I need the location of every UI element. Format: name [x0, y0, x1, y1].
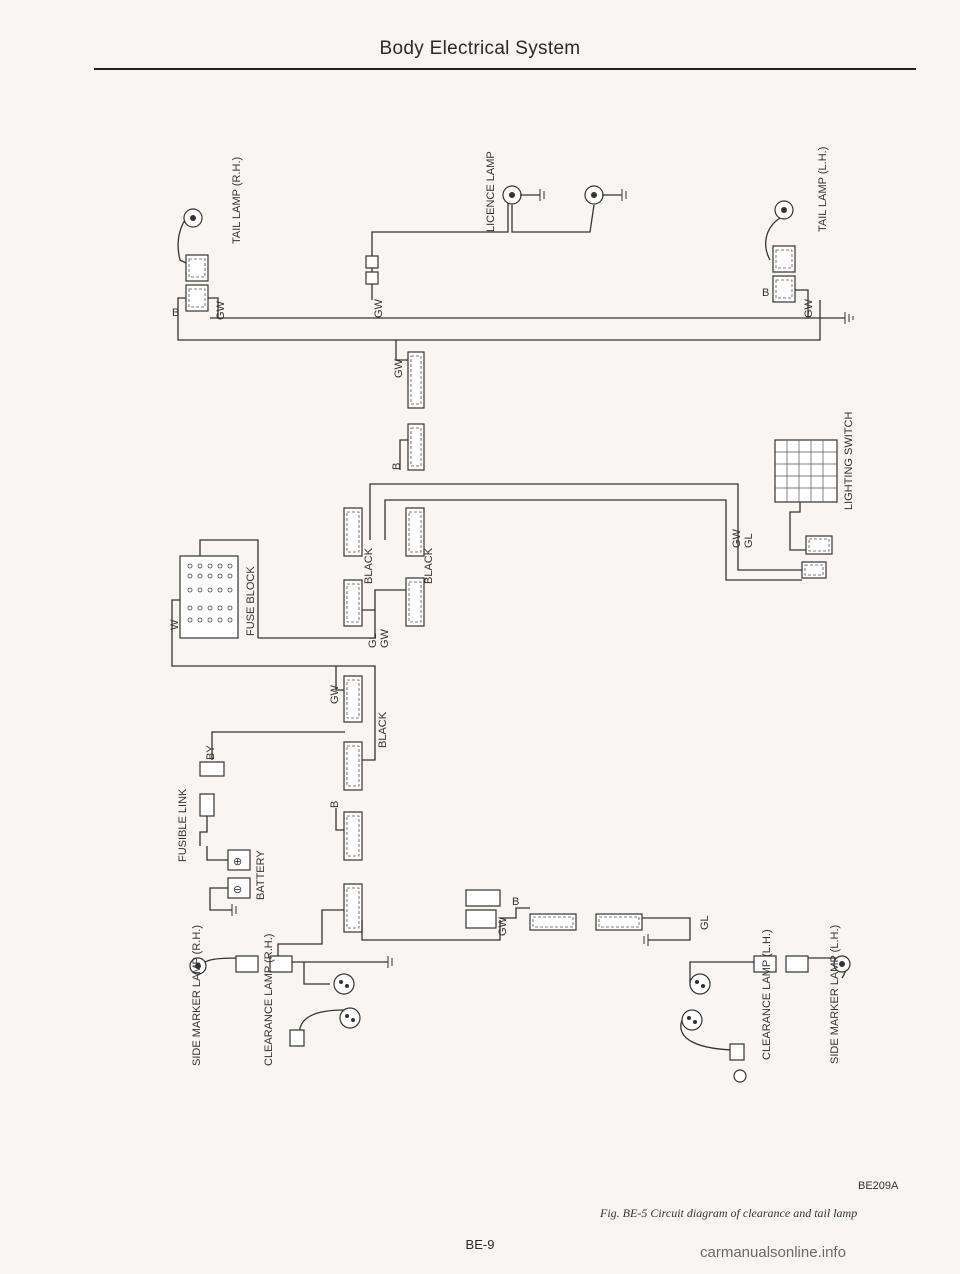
watermark: carmanualsonline.info [700, 1244, 846, 1261]
svg-text:⊕: ⊕ [233, 856, 242, 868]
wire-label-b-bottom: B [512, 896, 519, 908]
side-marker-rh [189, 955, 259, 975]
wire-label-b-lower: B [329, 801, 341, 808]
wire-label-gw-rh: GW [215, 300, 227, 320]
black-connector-3-label: BLACK [377, 711, 389, 748]
fuse-block [171, 539, 376, 700]
svg-text:⊖: ⊖ [233, 884, 242, 896]
connector-b [399, 423, 425, 471]
clearance-lamp-rh [269, 955, 393, 1047]
page-number: BE-9 [465, 1237, 495, 1252]
connector-gw-lower [335, 666, 363, 723]
wire-switch-to-center [369, 483, 739, 540]
connector-gl-gw [258, 577, 425, 639]
black-connector-2 [405, 507, 425, 557]
main-bus-wire [177, 300, 821, 341]
page-title: Body Electrical System [379, 38, 581, 59]
wire-label-gw-licence: GW [373, 298, 385, 318]
side-marker-lh-label: SIDE MARKER LAMP (L.H.) [829, 925, 841, 1064]
wire-label-gw-conn: GW [393, 358, 405, 378]
lighting-switch [774, 439, 838, 579]
figure-caption: Fig. BE-5 Circuit diagram of clearance a… [600, 1206, 858, 1220]
wire-label-b-lh: B [762, 287, 769, 299]
wire-label-gl-bottom: GL [699, 915, 711, 930]
fuse-block-label: FUSE BLOCK [245, 566, 257, 636]
connector-gw-upper [395, 340, 425, 409]
tail-lamp-lh [765, 200, 809, 318]
lighting-switch-label: LIGHTING SWITCH [843, 412, 855, 510]
black-connector-1 [343, 507, 363, 557]
black-connector-1-label: BLACK [363, 547, 375, 584]
header-rule [94, 68, 916, 70]
clearance-lamp-lh-label: CLEARANCE LAMP (L.H.) [761, 929, 773, 1060]
tail-lamp-rh-label: TAIL LAMP (R.H.) [231, 157, 243, 244]
wire-switch-to-center-2 [384, 499, 802, 581]
side-marker-lh [785, 955, 851, 979]
figure-id: BE209A [858, 1180, 899, 1192]
fusible-link [199, 731, 345, 846]
wire-label-gw-switch: GW [731, 528, 743, 548]
wire-switch-to-center-3 [737, 500, 802, 571]
tail-lamp-rh [177, 208, 219, 318]
wire-label-b-center: B [391, 463, 403, 470]
black-connector-2-label: BLACK [423, 547, 435, 584]
connector-lower-stack [277, 883, 691, 960]
connector-b-lower [335, 808, 363, 861]
battery: ⊕ ⊖ [206, 846, 251, 916]
ground-symbol-tail-lh [844, 312, 854, 324]
wire-label-w: W [169, 619, 181, 630]
wire-label-gw-lower: GW [329, 684, 341, 704]
licence-lamp-label: LICENCE LAMP [485, 151, 497, 232]
clearance-lamp-lh [680, 955, 777, 1083]
wire-label-gw-lh: GW [803, 298, 815, 318]
wire-label-gl-switch: GL [743, 533, 755, 548]
wire-label-gw-bottom: GW [497, 916, 509, 936]
wire-label-by: BY [205, 745, 217, 760]
tail-lamp-lh-label: TAIL LAMP (L.H.) [817, 147, 829, 232]
licence-lamp [365, 185, 627, 300]
clearance-lamp-rh-label: CLEARANCE LAMP (R.H.) [263, 934, 275, 1066]
battery-label: BATTERY [255, 850, 267, 900]
side-marker-rh-label: SIDE MARKER LAMP (R.H.) [191, 925, 203, 1066]
wire-label-gl-center: GL [367, 633, 379, 648]
fusible-link-label: FUSIBLE LINK [177, 788, 189, 862]
wire-label-gw-center: GW [379, 628, 391, 648]
black-connector-3 [343, 700, 376, 791]
wire-label-b-rh: B [172, 307, 179, 319]
